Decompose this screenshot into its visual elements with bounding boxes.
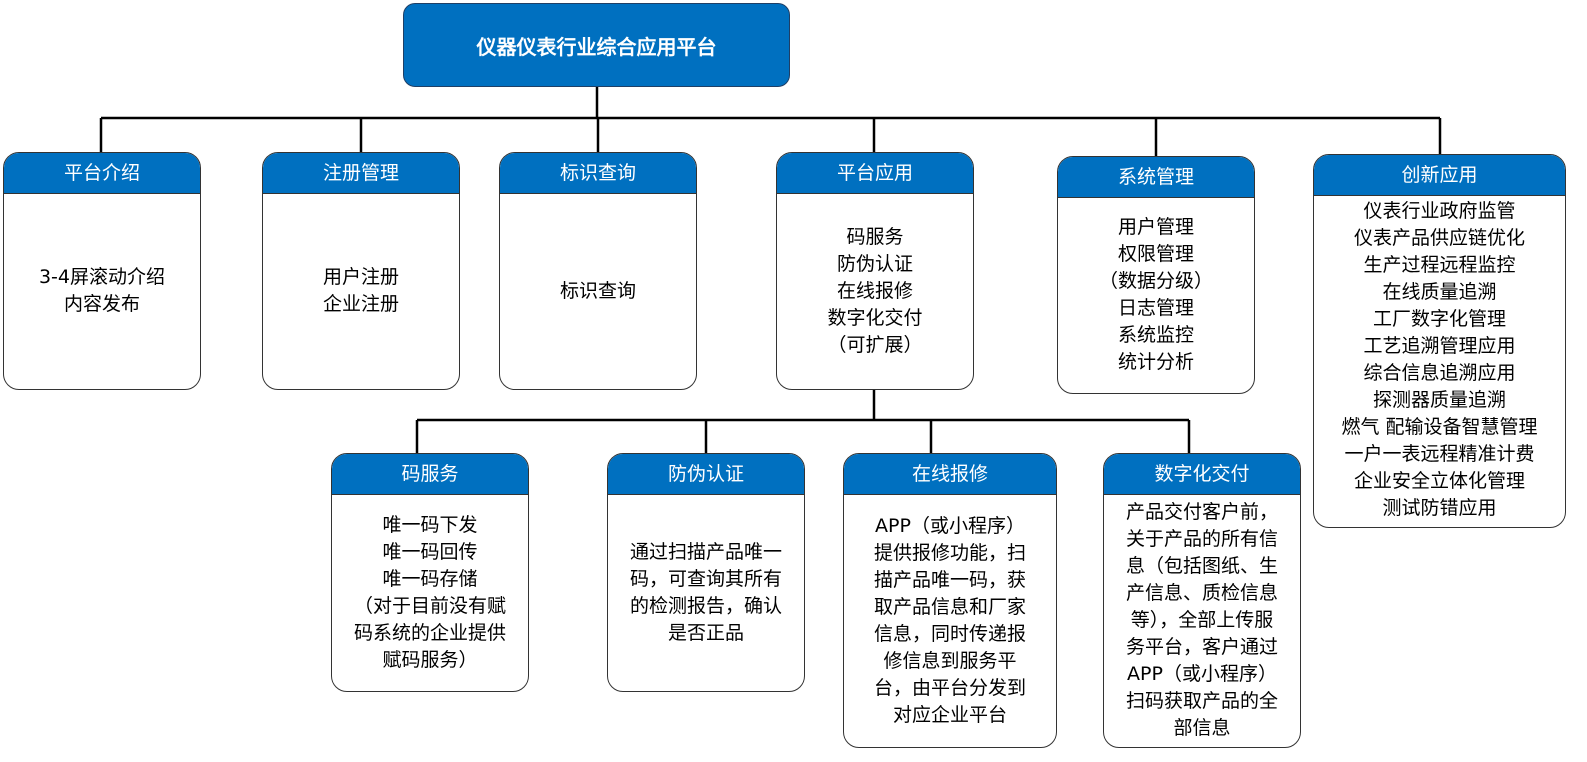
node-anti-counterfeit: 防伪认证通过扫描产品唯一码，可查询其所有的检测报告，确认是否正品 [607, 453, 805, 692]
node-title: 防伪认证 [608, 454, 804, 495]
node-title: 创新应用 [1314, 155, 1565, 196]
node-body: APP（或小程序） 提供报修功能，扫描产品唯一码，获取产品信息和厂家信息，同时传递… [844, 495, 1056, 746]
node-line: （对于目前没有赋 [353, 594, 506, 617]
node-line: 生产过程远程监控 [1363, 254, 1516, 276]
node-line: 工厂数字化管理 [1372, 308, 1506, 330]
node-line: 部信息 [1173, 717, 1231, 739]
root-title: 仪器仪表行业综合应用平台 [476, 34, 717, 59]
node-line: 仪表产品供应链优化 [1353, 227, 1525, 249]
node-line: 码服务 [846, 225, 904, 248]
node-line: 探测器质量追溯 [1372, 389, 1506, 411]
node-body: 产品交付客户前， 关于产品的所有信息（包括图纸、生产信息、质检信息等），全部上传服… [1104, 495, 1300, 746]
node-title: 平台应用 [777, 153, 973, 194]
node-line: 在线报修 [836, 279, 913, 302]
node-title: 注册管理 [263, 153, 459, 194]
node-line: 统计分析 [1117, 351, 1194, 373]
node-line: （可扩展） [827, 333, 923, 356]
node-line: 权限管理 [1117, 243, 1194, 265]
node-line: 在线质量追溯 [1382, 281, 1497, 303]
node-line: 的检测报告，确认 [629, 594, 782, 617]
node-body: 标识查询 [500, 194, 696, 388]
node-title: 在线报修 [844, 454, 1056, 495]
node-line: 等），全部上传服 [1130, 609, 1274, 631]
node-line: 关于产品的所有信 [1125, 528, 1278, 550]
node-line: 系统监控 [1117, 324, 1194, 346]
node-body: 唯一码下发唯一码回传唯一码存储 （对于目前没有赋码系统的企业提供赋码服务） [332, 495, 528, 690]
node-line: 唯一码回传 [382, 540, 478, 563]
node-line: 扫码获取产品的全 [1125, 690, 1278, 712]
node-body: 通过扫描产品唯一码，可查询其所有的检测报告，确认是否正品 [608, 495, 804, 690]
node-line: 用户注册 [322, 266, 399, 288]
node-code-service: 码服务唯一码下发唯一码回传唯一码存储 （对于目前没有赋码系统的企业提供赋码服务） [331, 453, 529, 692]
node-line: 唯一码存储 [382, 567, 478, 590]
node-line: 仪表行业政府监管 [1363, 200, 1516, 222]
node-line: 台，由平台分发到 [873, 676, 1026, 699]
node-body: 用户注册企业注册 [263, 194, 459, 388]
node-line: 内容发布 [63, 293, 140, 315]
node-line: 标识查询 [559, 279, 636, 302]
node-body: 仪表行业政府监管仪表产品供应链优化生产过程远程监控在线质量追溯工厂数字化管理工艺… [1314, 196, 1565, 527]
node-line: 日志管理 [1117, 297, 1194, 319]
node-line: 码，可查询其所有 [629, 567, 782, 590]
node-title: 标识查询 [500, 153, 696, 194]
node-line: 通过扫描产品唯一 [629, 540, 782, 563]
node-line: 综合信息追溯应用 [1363, 362, 1516, 384]
node-line: 码系统的企业提供 [353, 621, 506, 644]
node-registration: 注册管理用户注册企业注册 [262, 152, 460, 390]
node-line: 产信息、质检信息 [1125, 582, 1278, 604]
node-line: 修信息到服务平 [883, 649, 1017, 672]
node-body: 用户管理权限管理 （数据分级） 日志管理系统监控统计分析 [1058, 198, 1254, 392]
node-line: 3-4屏滚动介绍 [38, 266, 166, 288]
node-line: 防伪认证 [836, 252, 913, 275]
root-node: 仪器仪表行业综合应用平台 [403, 3, 790, 87]
node-line: 测试防错应用 [1382, 497, 1497, 519]
node-line: 务平台，客户通过 [1125, 636, 1278, 658]
node-line: 描产品唯一码，获 [873, 568, 1026, 591]
node-line: 数字化交付 [827, 306, 923, 329]
node-line: 信息，同时传递报 [873, 622, 1026, 645]
node-title: 数字化交付 [1104, 454, 1300, 495]
node-digital-delivery: 数字化交付产品交付客户前， 关于产品的所有信息（包括图纸、生产信息、质检信息等），… [1103, 453, 1301, 748]
node-line: 企业安全立体化管理 [1353, 470, 1525, 492]
node-line: APP（或小程序） [1127, 663, 1277, 685]
node-id-query: 标识查询标识查询 [499, 152, 697, 390]
node-online-repair: 在线报修 APP（或小程序） 提供报修功能，扫描产品唯一码，获取产品信息和厂家信息，… [843, 453, 1057, 748]
node-line: 唯一码下发 [382, 513, 478, 536]
node-title: 平台介绍 [4, 153, 200, 194]
node-line: 息（包括图纸、生 [1125, 555, 1278, 577]
node-system-management: 系统管理用户管理权限管理 （数据分级） 日志管理系统监控统计分析 [1057, 156, 1255, 394]
node-body: 3-4屏滚动介绍内容发布 [4, 194, 200, 388]
node-line: APP（或小程序） [875, 514, 1025, 537]
node-line: 赋码服务） [382, 648, 478, 671]
node-title: 系统管理 [1058, 157, 1254, 198]
node-line: 对应企业平台 [892, 703, 1007, 726]
node-line: （数据分级） [1098, 270, 1213, 292]
node-body: 码服务防伪认证在线报修数字化交付 （可扩展） [777, 194, 973, 388]
node-line: 燃气 配输设备智慧管理 [1341, 416, 1538, 438]
node-line: 工艺追溯管理应用 [1363, 335, 1516, 357]
node-line: 产品交付客户前， [1125, 501, 1278, 523]
node-line: 一户一表远程精准计费 [1344, 443, 1535, 465]
node-line: 企业注册 [322, 293, 399, 315]
node-line: 取产品信息和厂家 [873, 595, 1026, 618]
node-line: 用户管理 [1117, 216, 1194, 238]
node-line: 提供报修功能，扫 [873, 541, 1026, 564]
node-innovation-apps: 创新应用仪表行业政府监管仪表产品供应链优化生产过程远程监控在线质量追溯工厂数字化… [1313, 154, 1566, 528]
node-title: 码服务 [332, 454, 528, 495]
node-platform-apps: 平台应用码服务防伪认证在线报修数字化交付 （可扩展） [776, 152, 974, 390]
node-line: 是否正品 [667, 621, 744, 644]
